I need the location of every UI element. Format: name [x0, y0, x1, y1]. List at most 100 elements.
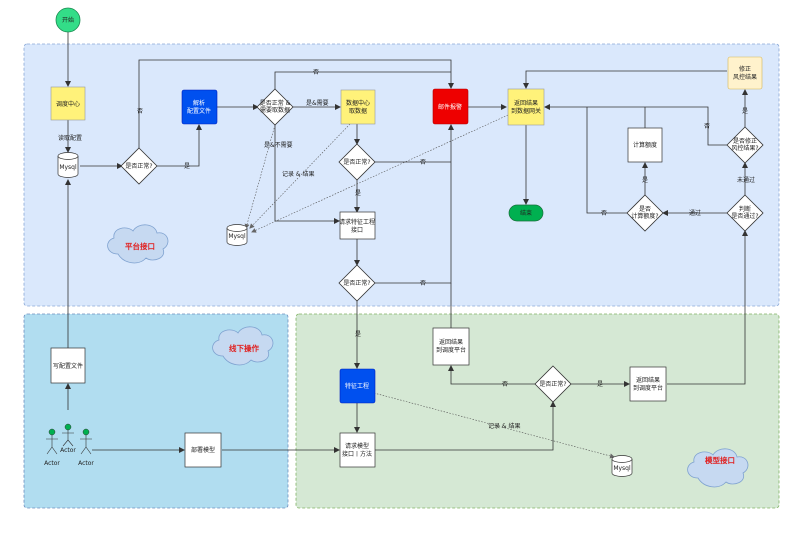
data-center-node[interactable]: 数据中心 取数据 — [340, 89, 376, 125]
model-cloud: 模型接口 — [687, 448, 749, 488]
check-normal-3-label: 是否正常? — [343, 279, 370, 287]
check-normal-4-label: 是否正常? — [539, 380, 566, 388]
scheduler-node[interactable]: 调度中心 — [50, 86, 86, 121]
fix-risk-label-2: 风控结果 — [733, 73, 757, 81]
return-gateway-label-2: 到数据网关 — [511, 107, 541, 115]
model-zone-label: 模型接口 — [705, 455, 735, 465]
edge-label-yes-6: 是 — [597, 381, 603, 388]
mysql-top-label: Mysql — [59, 164, 77, 171]
req-feature-label-1: 请求特征工程 — [339, 218, 375, 226]
offline-zone-label: 线下操作 — [229, 343, 259, 353]
return-sched-2-label-2: 到调度平台 — [633, 384, 663, 392]
need-fetch-label-2: 需要取数据 — [260, 106, 290, 114]
edge-checkfix-no-gateway — [544, 104, 728, 146]
mysql-bottom-node[interactable]: Mysql — [611, 455, 633, 477]
edge-return-mysql-dotted — [251, 114, 509, 233]
parse-config-node[interactable]: 解析 配置文件 — [181, 89, 218, 125]
edge-label-yes-no-need: 是&不需要 — [264, 142, 293, 149]
actor-left-label: Actor — [44, 460, 60, 467]
edge-label-yes-3: 是 — [355, 331, 361, 338]
need-fetch-node[interactable]: 是否正常 & 需要取数据 — [256, 88, 294, 126]
actor-middle[interactable]: Actor — [60, 423, 76, 454]
edge-label-yes-need: 是&需要 — [306, 100, 329, 107]
mysql-top-node[interactable]: Mysql — [57, 152, 79, 178]
req-feature-label-2: 接口 — [351, 226, 363, 234]
need-fetch-label-1: 是否正常 & — [260, 99, 291, 107]
return-sched-2-node[interactable]: 返回结果 到调度平台 — [629, 366, 667, 402]
write-config-node[interactable]: 写配置文件 — [50, 347, 86, 384]
actor-right[interactable]: Actor — [78, 428, 94, 467]
parse-config-label-2: 配置文件 — [187, 107, 211, 115]
check-fix-label-2: 风控结果? — [731, 144, 758, 152]
platform-zone-label: 平台接口 — [125, 241, 155, 251]
edge-label-record-2: 记录 & 结果 — [488, 422, 521, 430]
judge-pass-label-1: 判断 — [739, 205, 751, 213]
feature-eng-label: 特征工程 — [345, 382, 369, 390]
offline-cloud: 线下操作 — [212, 326, 274, 366]
fix-risk-node[interactable]: 修正 风控结果 — [727, 56, 763, 90]
edge-label-no-2: 否 — [313, 69, 319, 76]
req-model-label-1: 请求模型 — [345, 442, 369, 450]
edge-label-record-1: 记录 & 结果 — [282, 170, 315, 178]
mail-alert-label: 邮件报警 — [438, 103, 462, 111]
actor-left[interactable]: Actor — [44, 428, 60, 467]
return-gateway-label-1: 返回结果 — [514, 99, 538, 107]
return-sched-1-label-1: 返回结果 — [439, 338, 463, 346]
edge-label-no-6: 否 — [601, 210, 607, 217]
mysql-bottom-label: Mysql — [613, 465, 631, 472]
return-sched-1-node[interactable]: 返回结果 到调度平台 — [432, 327, 470, 366]
start-label: 开始 — [62, 16, 74, 24]
check-fix-node[interactable]: 是否修正 风控结果? — [726, 126, 764, 164]
edge-label-no-4: 否 — [420, 280, 426, 287]
judge-pass-label-2: 是否通过? — [731, 212, 758, 220]
data-center-label-2: 取数据 — [349, 107, 367, 115]
calc-quota-node[interactable]: 计算额度 — [627, 127, 663, 163]
parse-config-label-1: 解析 — [193, 99, 205, 107]
offline-zone — [23, 313, 289, 509]
check-normal-1-node[interactable]: 是否正常? — [120, 147, 158, 185]
fix-risk-label-1: 修正 — [739, 65, 751, 73]
write-config-label: 写配置文件 — [53, 362, 83, 370]
req-feature-node[interactable]: 请求特征工程 接口 — [339, 211, 376, 240]
return-gateway-node[interactable]: 返回结果 到数据网关 — [507, 88, 545, 126]
edge-checkcalc-no-gateway — [586, 107, 628, 214]
start-node[interactable]: 开始 — [55, 7, 81, 33]
judge-pass-node[interactable]: 判断 是否通过? — [726, 194, 764, 232]
deploy-model-label: 部署模型 — [191, 446, 215, 454]
check-calc-label-2: 计算额度? — [631, 212, 658, 220]
end-node[interactable]: 结束 — [508, 204, 544, 222]
edge-label-no-5: 否 — [704, 123, 710, 130]
calc-quota-label: 计算额度 — [633, 141, 657, 149]
edge-featureeng-mysql-dotted — [373, 392, 615, 459]
check-calc-node[interactable]: 是否 计算额度? — [626, 194, 664, 232]
edge-check1-no-mail — [138, 59, 454, 149]
platform-cloud: 平台接口 — [107, 224, 169, 264]
edge-needfetch-no-mail — [274, 71, 451, 89]
deploy-model-node[interactable]: 部署模型 — [184, 432, 222, 468]
check-calc-label-1: 是否 — [639, 206, 651, 213]
data-center-label-1: 数据中心 — [346, 99, 370, 107]
check-normal-4-node[interactable]: 是否正常? — [534, 365, 572, 403]
edge-label-yes-1: 是 — [184, 163, 190, 170]
mysql-mid-label: Mysql — [228, 233, 246, 240]
edge-label-no-1: 否 — [137, 108, 143, 115]
feature-eng-node[interactable]: 特征工程 — [339, 368, 376, 404]
actor-middle-label: Actor — [60, 447, 76, 454]
check-normal-2-node[interactable]: 是否正常? — [338, 143, 376, 181]
check-fix-label-1: 是否修正 — [733, 137, 757, 145]
edge-needfetch-reqfeature — [274, 125, 340, 224]
edge-reqmodel-check4 — [375, 401, 556, 451]
mail-alert-node[interactable]: 邮件报警 — [432, 88, 469, 125]
edge-label-no-3: 否 — [420, 159, 426, 166]
return-sched-1-label-2: 到调度平台 — [436, 346, 466, 354]
mysql-mid-node[interactable]: Mysql — [226, 224, 248, 246]
edge-return2-judge — [667, 230, 748, 385]
check-normal-3-node[interactable]: 是否正常? — [338, 264, 376, 302]
edge-label-pass: 通过 — [689, 209, 701, 217]
check-normal-1-label: 是否正常? — [125, 162, 152, 170]
edge-check4-no-return1 — [448, 365, 536, 385]
req-model-node[interactable]: 请求模型 接口丨方法 — [339, 432, 376, 468]
model-zone — [295, 313, 780, 509]
